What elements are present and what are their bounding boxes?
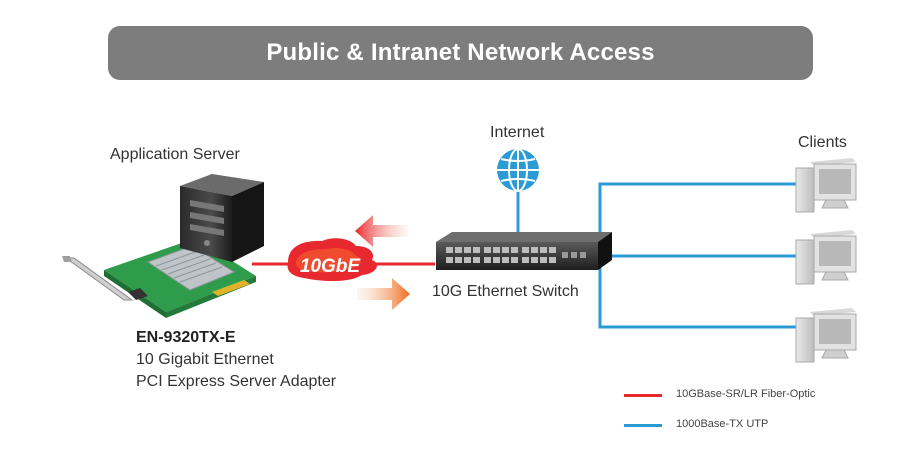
clients-label: Clients bbox=[798, 134, 847, 151]
client-links bbox=[597, 182, 800, 329]
title-banner: Public & Intranet Network Access bbox=[108, 26, 813, 80]
client-pc-icon bbox=[795, 230, 857, 285]
product-line-2: PCI Express Server Adapter bbox=[136, 373, 337, 390]
legend-swatch-utp bbox=[624, 424, 662, 427]
badge-text: 10GbE bbox=[300, 256, 362, 277]
server-tower-icon bbox=[180, 174, 264, 262]
banner-title: Public & Intranet Network Access bbox=[266, 39, 655, 66]
server-label: Application Server bbox=[110, 146, 240, 163]
switch-label: 10G Ethernet Switch bbox=[432, 283, 579, 300]
client-pc-icon bbox=[795, 158, 857, 213]
legend-swatch-fiber bbox=[624, 394, 662, 397]
product-line-1: 10 Gigabit Ethernet bbox=[136, 351, 274, 368]
client-pc-icon bbox=[795, 308, 857, 363]
flow-arrow-left bbox=[355, 215, 408, 247]
flow-arrow-right bbox=[357, 278, 410, 310]
switch-icon bbox=[436, 232, 612, 270]
legend-label-utp: 1000Base-TX UTP bbox=[676, 418, 769, 430]
globe-icon bbox=[497, 148, 539, 192]
product-caption: EN-9320TX-E 10 Gigabit Ethernet PCI Expr… bbox=[136, 327, 336, 393]
legend-label-fiber: 10GBase-SR/LR Fiber-Optic bbox=[676, 388, 816, 400]
nic-card-icon bbox=[62, 238, 256, 318]
internet-label: Internet bbox=[490, 124, 545, 141]
10gbe-badge: 10GbE bbox=[287, 238, 377, 282]
product-model: EN-9320TX-E bbox=[136, 329, 236, 346]
